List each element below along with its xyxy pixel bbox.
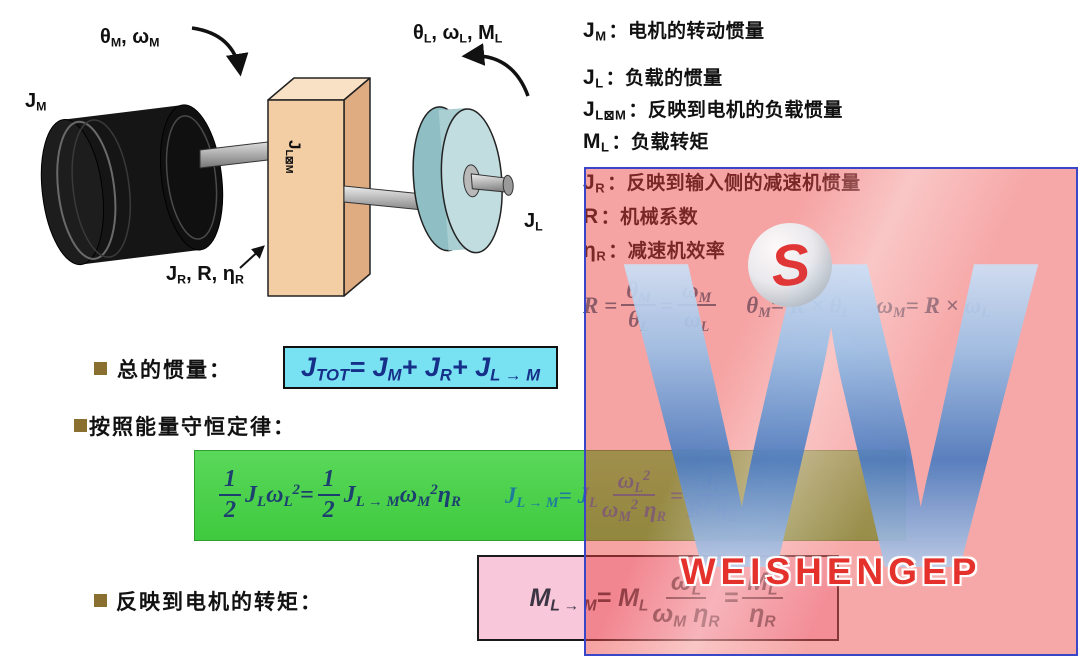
gearbox-face-label: JL⊠M <box>283 140 304 174</box>
definition-jm: JM：电机的转动惯量 <box>583 16 1080 43</box>
load-inertia-label: JL <box>524 210 543 234</box>
definition-eta: ηR：减速机效率 <box>583 236 1080 263</box>
definition-symbol: JM <box>583 19 607 44</box>
definition-text: ：机械系数 <box>600 207 699 228</box>
definition-text: ：电机的转动惯量 <box>608 21 765 42</box>
gearbox-params-arrow <box>239 245 265 269</box>
motor-body <box>40 104 224 266</box>
definition-symbol: ηR <box>583 239 607 264</box>
load-rotation-arrow <box>461 43 530 97</box>
definition-text: ：减速机效率 <box>608 241 726 262</box>
total-inertia-label: 总的惯量： <box>117 359 232 382</box>
bullet-square <box>94 594 107 607</box>
definition-symbol: JR <box>583 171 606 196</box>
omega-equation: ωM = R × ωL <box>876 292 990 321</box>
definition-symbol: R <box>583 205 599 228</box>
motor-rotation-label: θM, ωM <box>100 26 160 50</box>
total-inertia-formula: JTOT = JM + JR + JL → M <box>301 352 541 385</box>
definition-symbol: JL⊠M <box>583 98 627 123</box>
energy-law-label: 按照能量守恒定律： <box>89 416 296 439</box>
definitions-panel: JM：电机的转动惯量 JL：负载的惯量 JL⊠M：反映到电机的负载惯量 ML：负… <box>583 16 1080 263</box>
torque-label: 反映到电机的转矩： <box>116 591 323 614</box>
definition-jlm: JL⊠M：反映到电机的负载惯量 <box>583 95 1080 122</box>
motor-rotation-arrow <box>191 26 249 77</box>
definition-text: ：反映到电机的负载惯量 <box>628 100 843 121</box>
gearbox-params-label: JR, R, ηR <box>166 263 244 287</box>
definition-ml: ML：负载转矩 <box>583 127 1080 154</box>
definition-r: R：机械系数 <box>583 202 1080 229</box>
definition-jl: JL：负载的惯量 <box>583 63 1080 90</box>
definition-text: ：负载的惯量 <box>605 68 723 89</box>
motor-inertia-label: JM <box>25 90 47 114</box>
definition-symbol: JL <box>583 66 604 91</box>
bullet-square <box>94 362 107 375</box>
definition-text: ：反映到输入侧的减速机惯量 <box>607 173 861 194</box>
load-disc <box>412 106 514 254</box>
bullet-square <box>74 419 87 432</box>
definition-symbol: ML <box>583 130 610 155</box>
motor-gearbox-load-diagram <box>40 26 530 297</box>
total-inertia-box: JTOT = JM + JR + JL → M <box>283 346 559 389</box>
theta-equation: θM = R × θL <box>746 292 851 321</box>
load-rotation-label: θL, ωL, ML <box>413 22 503 46</box>
definition-text: ：负载转矩 <box>611 132 709 153</box>
definition-jr: JR：反映到输入侧的减速机惯量 <box>583 168 1080 195</box>
